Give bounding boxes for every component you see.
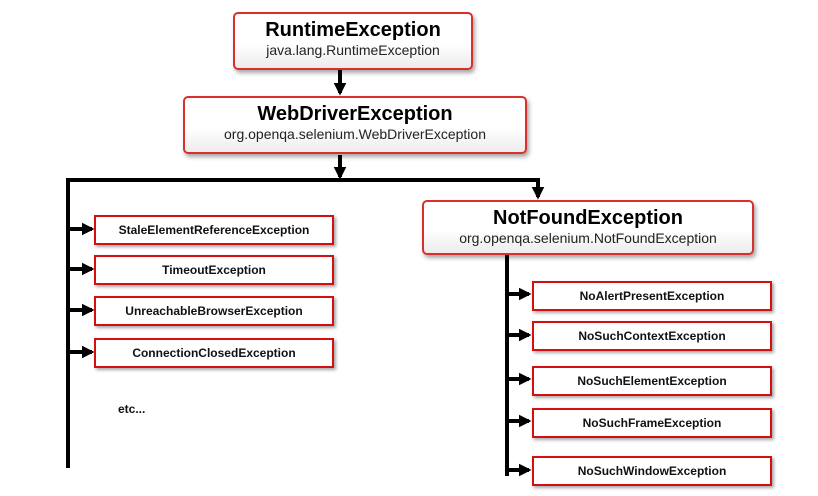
notfound-exception-title: NotFoundException <box>493 207 683 229</box>
webdriver-exception-subtitle: org.openqa.selenium.WebDriverException <box>224 126 486 142</box>
runtime-exception-title: RuntimeException <box>265 19 441 41</box>
notfound-exception-box: NotFoundException org.openqa.selenium.No… <box>422 200 754 255</box>
stale-element-reference-exception-box: StaleElementReferenceException <box>94 215 334 245</box>
webdriver-exception-box: WebDriverException org.openqa.selenium.W… <box>183 96 527 154</box>
no-such-window-exception-box: NoSuchWindowException <box>532 456 772 486</box>
no-such-frame-exception-box: NoSuchFrameException <box>532 408 772 438</box>
runtime-exception-subtitle: java.lang.RuntimeException <box>266 42 440 58</box>
timeout-exception-box: TimeoutException <box>94 255 334 285</box>
runtime-exception-box: RuntimeException java.lang.RuntimeExcept… <box>233 12 473 70</box>
no-such-context-exception-box: NoSuchContextException <box>532 321 772 351</box>
notfound-exception-subtitle: org.openqa.selenium.NotFoundException <box>459 230 717 246</box>
connection-closed-exception-box: ConnectionClosedException <box>94 338 334 368</box>
etc-note: etc... <box>118 402 146 416</box>
no-such-element-exception-box: NoSuchElementException <box>532 366 772 396</box>
unreachable-browser-exception-box: UnreachableBrowserException <box>94 296 334 326</box>
no-alert-present-exception-box: NoAlertPresentException <box>532 281 772 311</box>
webdriver-exception-title: WebDriverException <box>257 103 453 125</box>
